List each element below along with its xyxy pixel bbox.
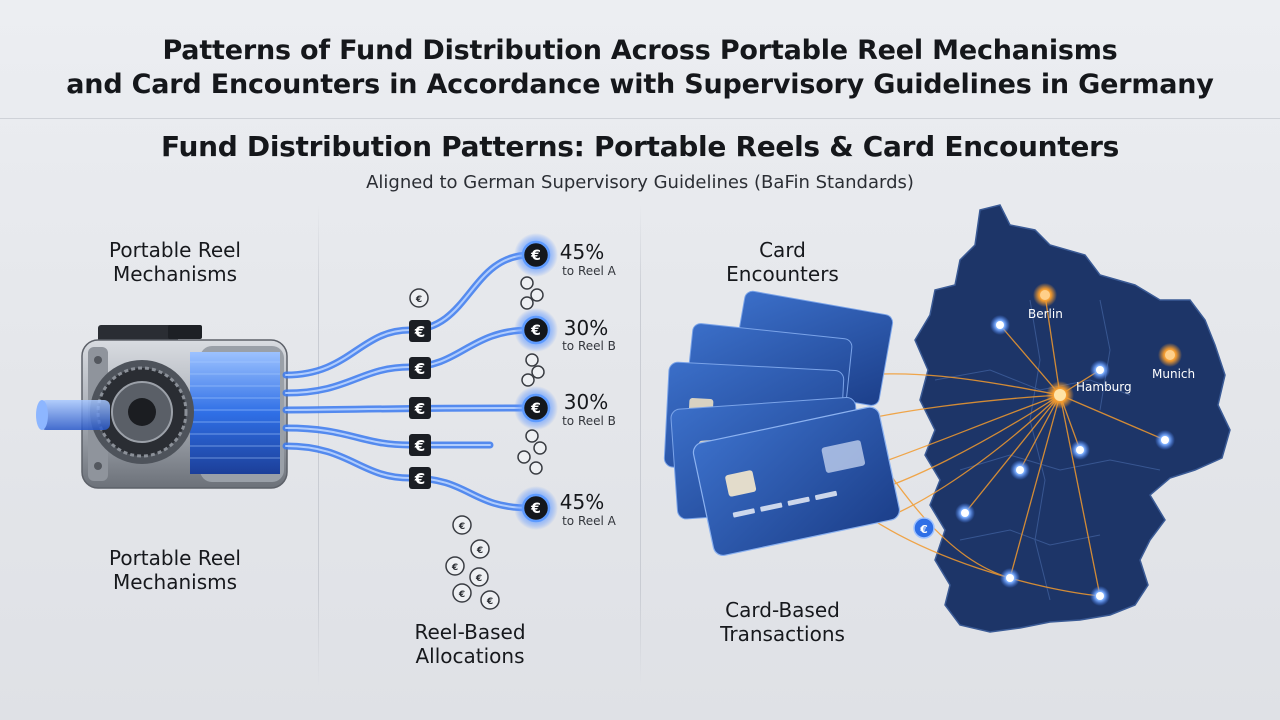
allocation-endpoint-nodes: € € € € [514, 233, 558, 530]
card-based-transactions-label: Card-Based Transactions [720, 598, 845, 646]
germany-map [914, 204, 1231, 633]
panel-divider-left [318, 205, 319, 685]
svg-text:€: € [414, 437, 425, 455]
svg-text:€: € [475, 574, 482, 584]
panel-divider-right [640, 205, 641, 685]
reel-based-allocations-label: Reel-Based Allocations [414, 620, 526, 668]
main-title-line-2: and Card Encounters in Accordance with S… [66, 69, 1214, 100]
loose-coins [409, 276, 547, 610]
allocation-percent-3: 30% [563, 390, 609, 414]
svg-text:€: € [414, 470, 425, 488]
portable-reel-label-top: Portable Reel Mechanisms [109, 238, 241, 286]
city-label-berlin: Berlin [1028, 307, 1063, 321]
allocation-target-2: to Reel B [562, 339, 616, 353]
svg-text:€: € [530, 401, 541, 417]
city-label-munich: Munich [1152, 367, 1196, 381]
svg-text:€: € [530, 248, 541, 264]
credit-cards-stack [663, 290, 901, 557]
portable-reel-label-bottom: Portable Reel Mechanisms [109, 546, 241, 594]
svg-text:€: € [458, 522, 465, 532]
main-title: Patterns of Fund Distribution Across Por… [0, 34, 1280, 102]
svg-text:€: € [458, 590, 465, 600]
svg-text:€: € [414, 323, 425, 341]
allocation-percent-1: 45% [559, 240, 605, 264]
svg-text:€: € [530, 323, 541, 339]
card-encounters-label: Card Encounters [726, 238, 839, 286]
svg-text:€: € [414, 360, 425, 378]
section-subtitle: Fund Distribution Patterns: Portable Ree… [161, 130, 1119, 163]
svg-text:€: € [919, 523, 928, 536]
svg-text:€: € [476, 546, 483, 556]
flow-euro-tokens: € € € € € [409, 320, 431, 489]
allocation-flow-lines [282, 251, 534, 512]
svg-text:€: € [486, 597, 493, 607]
main-title-line-1: Patterns of Fund Distribution Across Por… [162, 35, 1118, 66]
header-divider [0, 118, 1280, 119]
section-tagline: Aligned to German Supervisory Guidelines… [366, 172, 914, 193]
allocation-percent-4: 45% [559, 490, 605, 514]
svg-text:€: € [414, 400, 425, 418]
city-label-hamburg: Hamburg [1076, 380, 1132, 394]
allocation-percent-2: 30% [563, 316, 609, 340]
svg-text:€: € [415, 295, 422, 305]
svg-text:€: € [451, 563, 458, 573]
map-nodes [955, 283, 1182, 606]
allocation-target-4: to Reel A [562, 514, 616, 528]
allocation-target-3: to Reel B [562, 414, 616, 428]
allocation-target-1: to Reel A [562, 264, 616, 278]
svg-text:€: € [530, 501, 541, 517]
reel-motor-illustration [36, 325, 288, 489]
